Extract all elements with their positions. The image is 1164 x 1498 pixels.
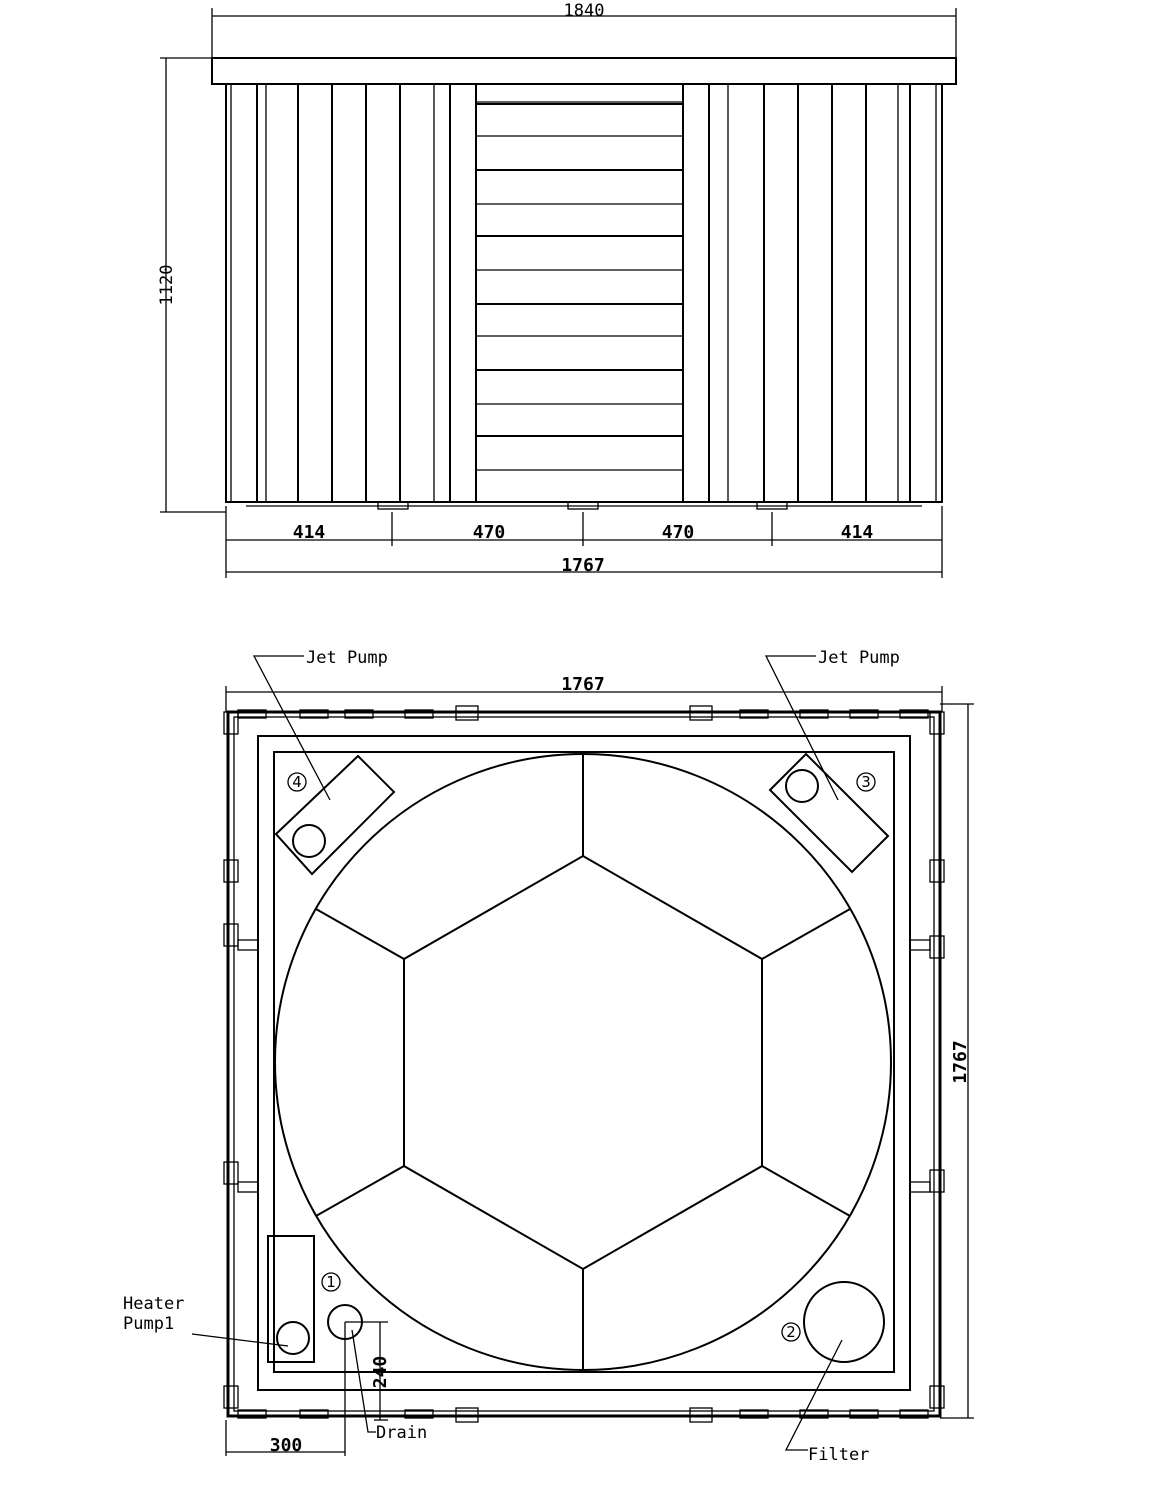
dim-plan-top: 1767 — [561, 674, 604, 695]
marker-3: 3 — [861, 773, 871, 791]
marker-4: 4 — [292, 773, 302, 791]
dim-segment-2: 470 — [473, 522, 506, 543]
marker-2-circle — [781, 1322, 801, 1342]
dim-drain-height: 240 — [370, 1356, 391, 1389]
labels: Jet Pump Jet Pump Heater Pump1 Drain Fil… — [123, 648, 900, 1465]
dim-overall-width: 1840 — [564, 1, 605, 21]
left-boards — [230, 84, 477, 502]
tub-body — [225, 83, 943, 503]
dim-segment-1: 414 — [293, 522, 326, 543]
filter: 2 — [781, 1281, 885, 1363]
feet — [377, 501, 788, 510]
edge-clips — [223, 705, 945, 1423]
label-filter: Filter — [808, 1445, 869, 1465]
plan-view: 1767 — [123, 648, 974, 1465]
jet-pump-left: 4 — [274, 754, 396, 876]
label-jet-pump-right: Jet Pump — [818, 648, 900, 668]
label-heater: Heater — [123, 1294, 184, 1314]
marker-2: 2 — [786, 1323, 796, 1341]
center-panel — [476, 84, 684, 502]
dim-plan-side: 1767 — [950, 1040, 971, 1083]
marker-4-circle — [287, 772, 307, 792]
dim-segment-4: 414 — [841, 522, 874, 543]
inner-frame — [257, 735, 911, 1391]
tub-floor-hexagon — [403, 854, 763, 1271]
label-pump1: Pump1 — [123, 1314, 174, 1334]
dim-height: 1120 — [157, 265, 177, 306]
label-drain: Drain — [376, 1423, 427, 1443]
dim-base-width: 1767 — [561, 555, 604, 576]
right-boards — [708, 84, 937, 502]
label-jet-pump-left: Jet Pump — [306, 648, 388, 668]
outer-frame — [226, 710, 942, 1418]
dim-segment-3: 470 — [662, 522, 695, 543]
marker-3-circle — [856, 772, 876, 792]
dim-drain-offset: 300 — [270, 1435, 303, 1456]
marker-1-circle — [321, 1272, 341, 1292]
elevation-view: 1840 — [157, 1, 957, 578]
drain: 240 300 — [225, 1304, 391, 1456]
jet-pump-right: 3 — [768, 752, 890, 874]
marker-1: 1 — [326, 1273, 336, 1291]
tub-shell — [274, 753, 892, 1371]
lid — [211, 57, 957, 85]
heater-pump: 1 — [267, 1235, 341, 1363]
